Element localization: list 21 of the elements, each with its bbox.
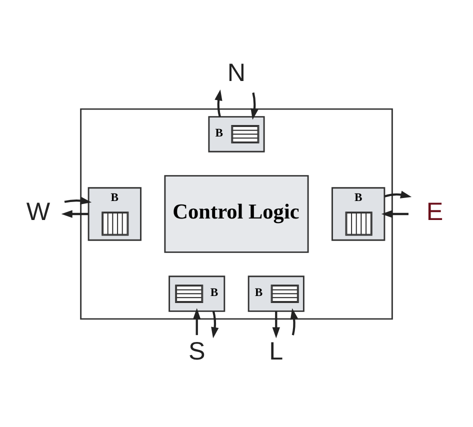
arrow — [272, 310, 280, 338]
arrow — [384, 190, 412, 198]
node-text: N — [227, 58, 246, 86]
arrow — [214, 89, 222, 116]
arrow — [211, 310, 219, 338]
node-text: W — [26, 198, 50, 226]
node-text: S — [188, 336, 206, 365]
node-text: E — [426, 198, 444, 226]
node-box: B — [332, 186, 386, 240]
arrow — [290, 308, 298, 335]
node-box: B — [248, 275, 304, 312]
node-box: Control Logic — [164, 174, 309, 252]
node-box: B — [88, 186, 142, 240]
node-box: B — [168, 275, 226, 312]
arrow — [250, 92, 258, 120]
node-box: B — [208, 116, 265, 152]
arrow — [381, 210, 408, 218]
arrow — [192, 308, 201, 335]
arrow — [64, 196, 92, 204]
node-text: L — [269, 336, 284, 365]
arrow — [61, 210, 88, 218]
